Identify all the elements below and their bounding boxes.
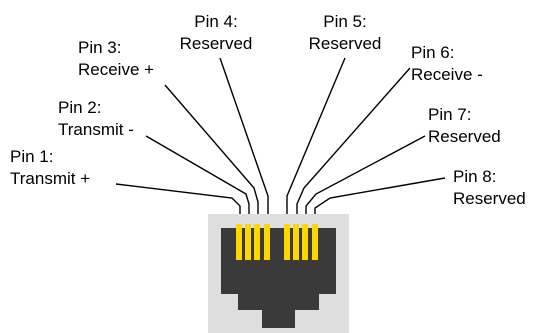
leader-line-pin-2 [145,135,250,222]
pin-name-5: Pin 5: [323,12,367,31]
pin-label-1: Pin 1: Transmit + [10,146,90,190]
pin-label-8: Pin 8: Reserved [453,166,526,210]
leader-line-pin-4 [219,57,269,222]
pin-label-6: Pin 6: Receive - [411,42,483,86]
contact-pin-8 [312,224,318,260]
pin-function-6: Receive - [411,65,483,84]
pin-function-3: Receive + [78,60,155,79]
pin-function-4: Reserved [179,34,253,53]
leader-line-pin-5 [286,57,346,222]
contact-pins [236,224,318,260]
leader-line-pin-3 [164,84,259,222]
contact-pin-2 [245,224,251,260]
leader-line-pin-6 [296,67,411,222]
contact-pin-6 [293,224,299,260]
pin-name-1: Pin 1: [10,147,54,166]
contact-pin-5 [284,224,290,260]
contact-pin-1 [236,224,242,260]
pin-function-5: Reserved [308,34,382,53]
pin-function-8: Reserved [453,189,526,208]
pin-name-8: Pin 8: [453,167,497,186]
pin-label-7: Pin 7: Reserved [428,104,501,148]
pin-name-7: Pin 7: [428,105,472,124]
contact-pin-7 [302,224,308,260]
pin-function-2: Transmit - [58,120,134,139]
pin-name-4: Pin 4: [194,12,238,31]
contact-pin-4 [264,224,270,260]
pin-label-2: Pin 2: Transmit - [58,97,134,141]
pin-label-3: Pin 3: Receive + [78,37,154,81]
pin-name-2: Pin 2: [58,98,102,117]
leader-line-pin-7 [305,135,426,222]
pin-function-7: Reserved [428,127,501,146]
leader-lines [115,57,446,222]
contact-pin-3 [254,224,260,260]
pin-label-4: Pin 4: Reserved [166,11,266,55]
pin-function-1: Transmit + [10,169,91,188]
pin-name-6: Pin 6: [411,43,455,62]
pin-label-5: Pin 5: Reserved [295,11,395,55]
pin-name-3: Pin 3: [78,38,122,57]
